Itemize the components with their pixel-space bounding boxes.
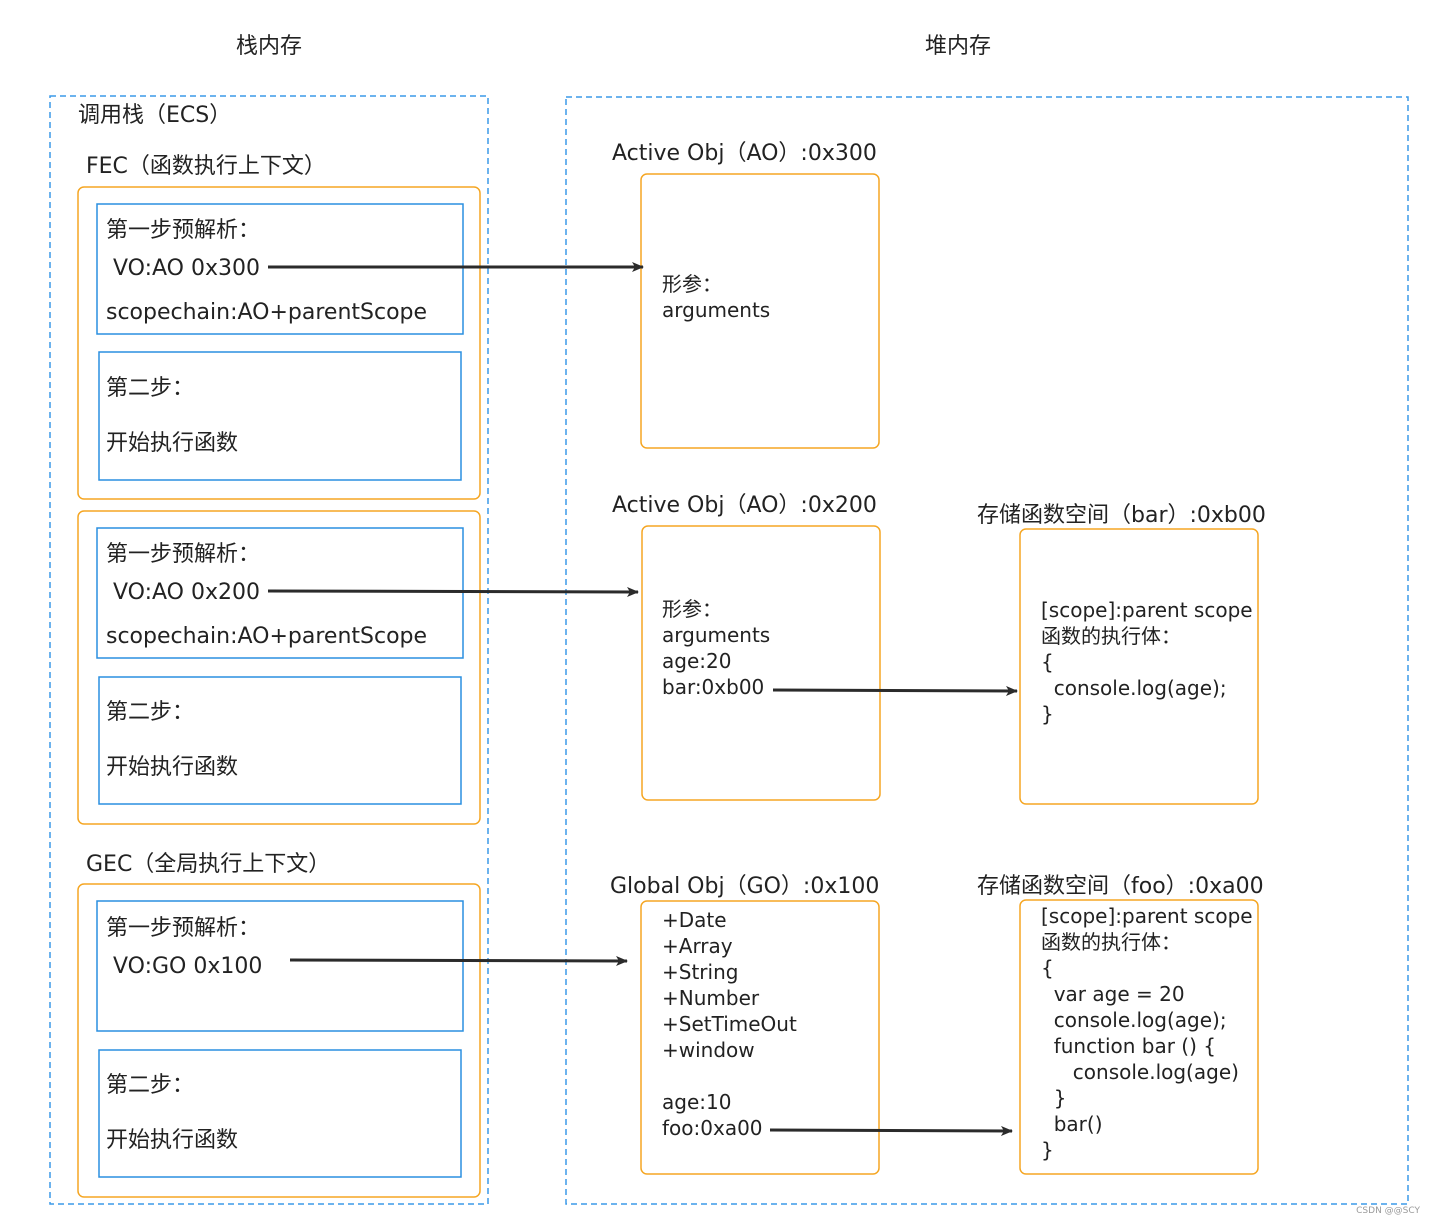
fec1-scopechain: scopechain:AO+parentScope (106, 300, 427, 325)
go100-line: +window (662, 1038, 755, 1062)
call-stack-title: 调用栈（ECS） (78, 103, 231, 128)
fec2-scopechain: scopechain:AO+parentScope (106, 624, 427, 649)
bar-space-title: 存储函数空间（bar）:0xb00 (977, 503, 1266, 528)
ao300-title: Active Obj（AO）:0x300 (612, 141, 877, 166)
ao200-line: age:20 (662, 649, 731, 673)
go100-line: foo:0xa00 (662, 1116, 763, 1140)
gec-step2-title: 第二步： (106, 1073, 194, 1098)
fec2-step2-title: 第二步： (106, 700, 194, 725)
foo-space-line: 函数的执行体： (1041, 930, 1181, 954)
gec-title: GEC（全局执行上下文） (86, 852, 330, 877)
foo-space-title: 存储函数空间（foo）:0xa00 (977, 874, 1264, 899)
go100-line: +Date (662, 908, 727, 932)
go100-line: +Array (662, 934, 733, 958)
ao200-box (641, 525, 881, 801)
fec1-step1-box (96, 203, 464, 335)
go100-lines: +Date +Array +String +Number +SetTimeOut… (662, 908, 797, 1140)
gec-step2-box (98, 1049, 462, 1178)
call-stack-container (49, 95, 489, 1205)
heap-memory-header: 堆内存 (925, 34, 991, 59)
fec1-step2-box (98, 351, 462, 481)
watermark: CSDN @@SCY (1356, 1206, 1420, 1216)
fec1-step1-title: 第一步预解析： (106, 218, 260, 243)
gec-step2-body: 开始执行函数 (106, 1128, 238, 1153)
go100-line: +String (662, 960, 738, 984)
fec1-step2-body: 开始执行函数 (106, 431, 238, 456)
foo-space-line: function bar () { (1041, 1034, 1216, 1058)
ao200-line: 形参： (662, 597, 722, 621)
foo-space-line: console.log(age) (1041, 1060, 1239, 1084)
ao200-line: arguments (662, 623, 770, 647)
bar-space-line: { (1041, 650, 1054, 674)
gec-step1-box (96, 900, 464, 1032)
fec-title: FEC（函数执行上下文） (86, 154, 326, 179)
foo-space-line: [scope]:parent scope (1041, 904, 1253, 928)
ao300-line: 形参： (662, 272, 722, 296)
fec1-step2-title: 第二步： (106, 376, 194, 401)
foo-space-line: var age = 20 (1041, 982, 1185, 1006)
heap-container (565, 96, 1409, 1205)
fec2-step2-box (98, 676, 462, 805)
bar-space-line: } (1041, 702, 1054, 726)
bar-space-line: [scope]:parent scope (1041, 598, 1253, 622)
foo-space-box (1019, 899, 1259, 1175)
stack-memory-header: 栈内存 (236, 34, 302, 59)
foo-space-line: } (1041, 1138, 1054, 1162)
ao300-lines: 形参： arguments (662, 272, 770, 322)
go100-box (640, 900, 880, 1175)
foo-space-line: { (1041, 956, 1054, 980)
ao200-title: Active Obj（AO）:0x200 (612, 493, 877, 518)
arrow-gec-to-go100 (289, 955, 628, 966)
foo-space-line: console.log(age); (1041, 1008, 1227, 1032)
fec2-step1-title: 第一步预解析： (106, 542, 260, 567)
fec-context-2 (77, 510, 481, 825)
foo-space-line: bar() (1041, 1112, 1103, 1136)
fec2-step2-body: 开始执行函数 (106, 755, 238, 780)
ao200-line: bar:0xb00 (662, 675, 764, 699)
fec-context-1 (77, 186, 481, 500)
gec-context (77, 883, 481, 1198)
bar-space-box (1019, 528, 1259, 805)
fec1-vo: VO:AO 0x300 (113, 256, 260, 281)
ao200-lines: 形参： arguments age:20 bar:0xb00 (662, 597, 770, 699)
go100-title: Global Obj（GO）:0x100 (610, 874, 879, 899)
ao300-box (640, 173, 880, 449)
go100-line: +SetTimeOut (662, 1012, 797, 1036)
bar-space-lines: [scope]:parent scope 函数的执行体： { console.l… (1041, 598, 1253, 726)
gec-step1-title: 第一步预解析： (106, 916, 260, 941)
foo-space-line: } (1041, 1086, 1066, 1110)
bar-space-line: 函数的执行体： (1041, 624, 1181, 648)
go100-line: age:10 (662, 1090, 731, 1114)
fec2-vo: VO:AO 0x200 (113, 580, 260, 605)
go100-line: +Number (662, 986, 760, 1010)
gec-vo: VO:GO 0x100 (113, 954, 262, 979)
ao300-line: arguments (662, 298, 770, 322)
arrow-go100-to-foo (769, 1125, 1013, 1136)
arrow-fec2-to-ao200 (267, 586, 639, 597)
bar-space-line: console.log(age); (1041, 676, 1227, 700)
arrow-ao200-to-bar (772, 685, 1018, 696)
foo-space-lines: [scope]:parent scope 函数的执行体： { var age =… (1041, 904, 1253, 1162)
